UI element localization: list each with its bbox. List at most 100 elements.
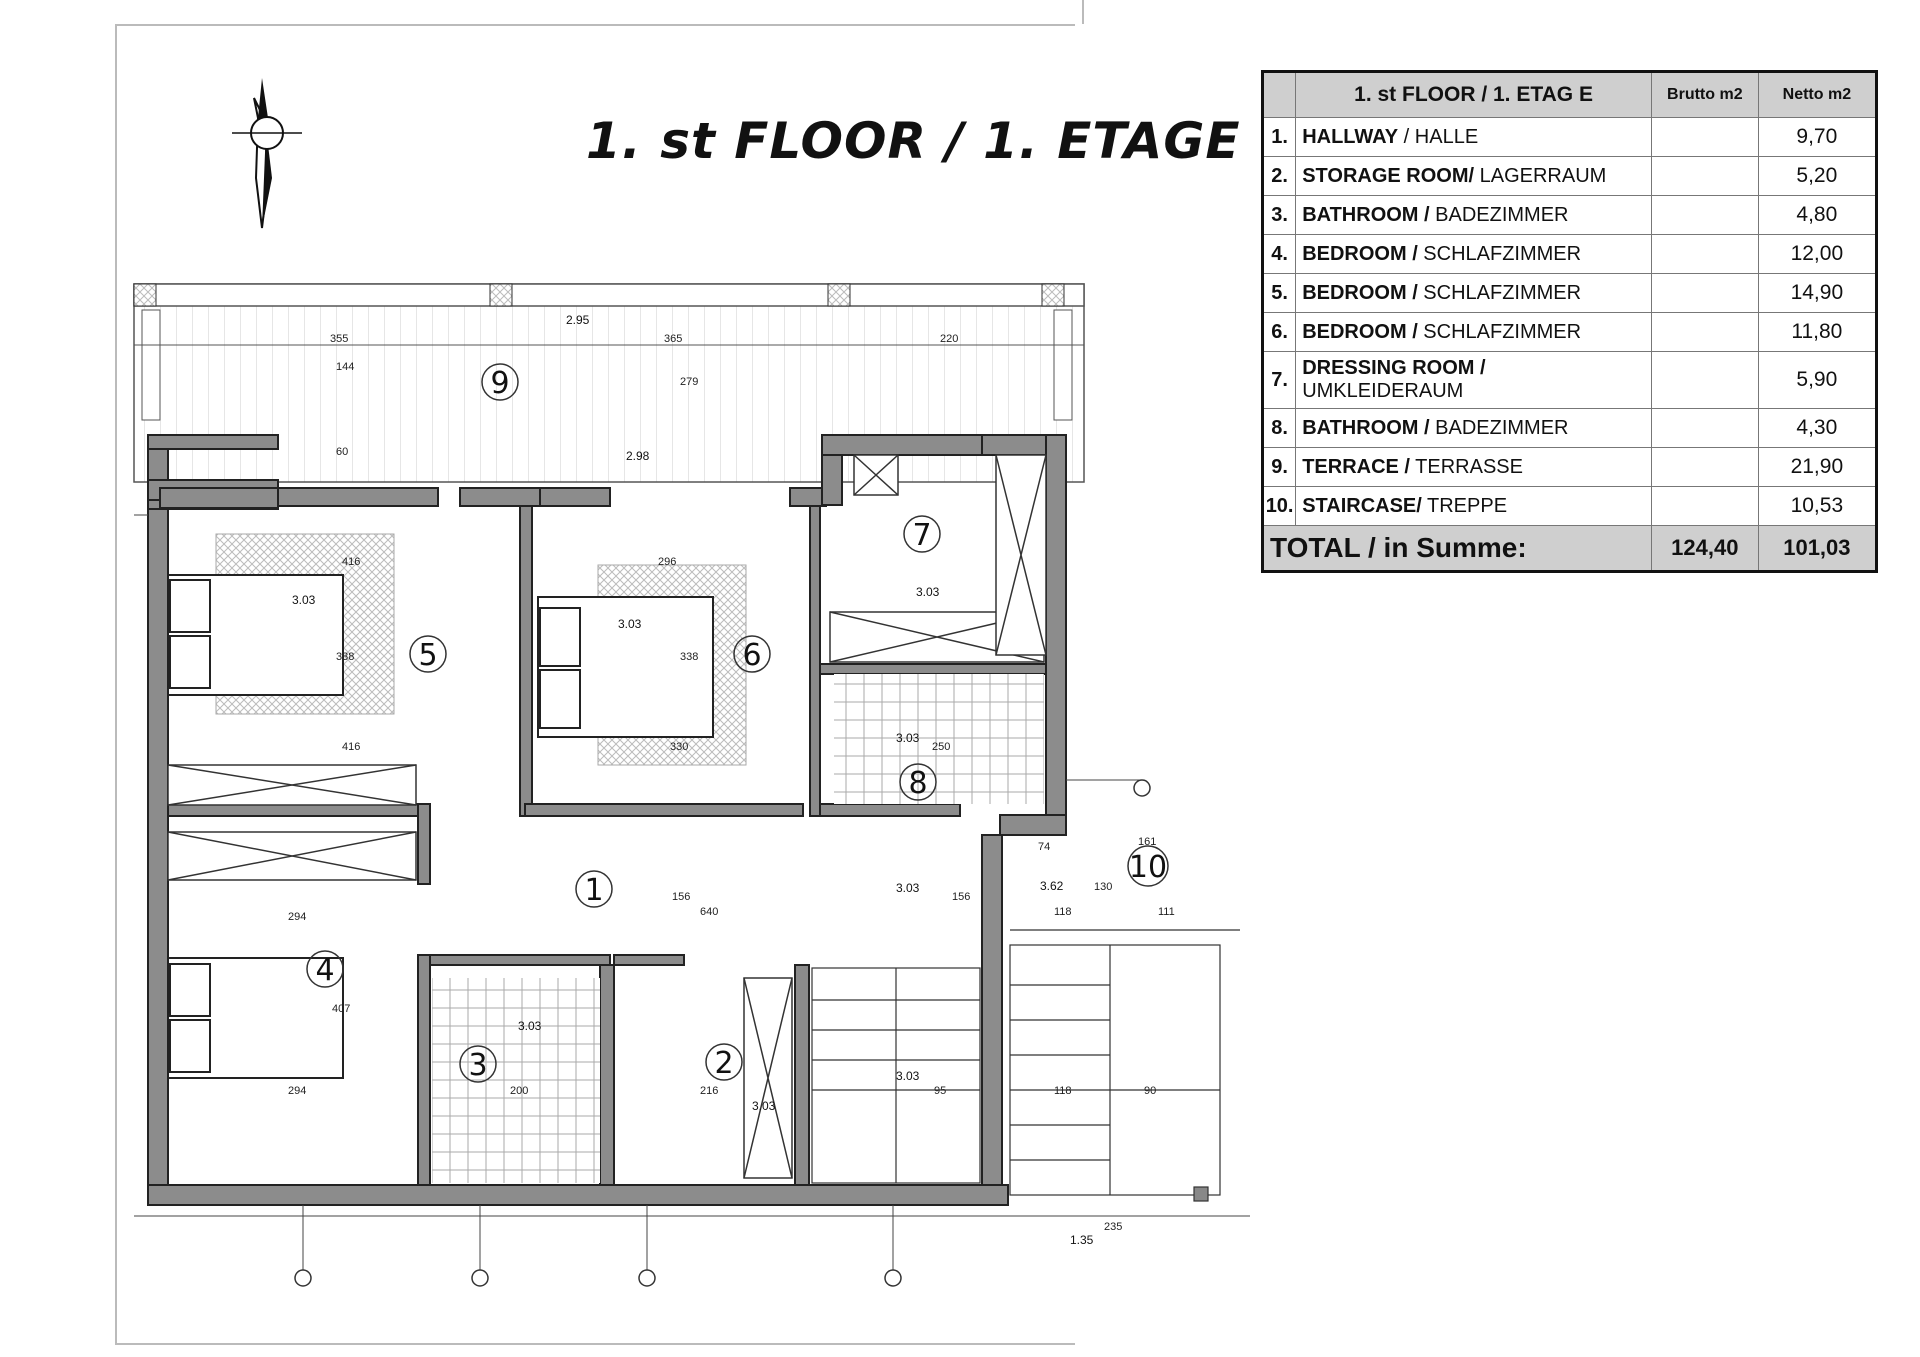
dimension-label: 294: [288, 1085, 306, 1097]
dimension-label: 338: [680, 651, 698, 663]
brutto-cell: [1650, 156, 1759, 196]
total-brutto: 124,40: [1650, 525, 1759, 572]
room-label-6: 6: [742, 638, 761, 673]
room-label-10: 10: [1129, 850, 1167, 885]
dimension-label: 156: [672, 891, 690, 903]
north-arrow-icon: [232, 78, 302, 229]
room-name-de: BADEZIMMER: [1429, 203, 1569, 226]
elevation-mark: 3.03: [896, 881, 920, 895]
elevation-mark: 3.03: [896, 731, 920, 745]
dimension-label: 330: [670, 741, 688, 753]
table-row: 1. HALLWAY / HALLE 9,70: [1261, 117, 1878, 157]
tiles-bathroom-3: [432, 978, 600, 1183]
brutto-cell: [1650, 234, 1759, 274]
dimension-label: 640: [700, 906, 718, 918]
netto-value: 11,80: [1757, 312, 1878, 352]
room-name: STAIRCASE/ TREPPE: [1295, 486, 1652, 526]
room-name: HALLWAY / HALLE: [1295, 117, 1652, 157]
room-label-9: 9: [490, 366, 509, 401]
netto-value: 5,20: [1757, 156, 1878, 196]
room-label-1: 1: [584, 873, 603, 908]
brutto-cell: [1650, 117, 1759, 157]
dimension-label: 416: [342, 741, 360, 753]
brutto-cell: [1650, 351, 1759, 409]
dimension-label: 90: [1144, 1085, 1156, 1097]
frame-bottom-line: [115, 1343, 1075, 1345]
frame-top-line: [115, 24, 1075, 26]
dimension-label: 407: [332, 1003, 350, 1015]
elevation-mark: 3.03: [292, 593, 316, 607]
room-number: 3.: [1261, 195, 1297, 235]
netto-value: 21,90: [1757, 447, 1878, 487]
dimension-labels: 355 365 220 416 296 294 294 416 330 250 …: [288, 333, 1175, 1233]
room-number: 4.: [1261, 234, 1297, 274]
table-row: 4. BEDROOM / SCHLAFZIMMER 12,00: [1261, 234, 1878, 274]
dimension-label: 279: [680, 376, 698, 388]
room-name-en: STORAGE ROOM/: [1302, 164, 1475, 187]
table-row: 10. STAIRCASE/ TREPPE 10,53: [1261, 486, 1878, 526]
tiles-bathroom-8: [834, 674, 1044, 804]
table-row: 3. BATHROOM / BADEZIMMER 4,80: [1261, 195, 1878, 235]
room-name-de: TERRASSE: [1409, 455, 1523, 478]
room-name: BEDROOM / SCHLAFZIMMER: [1295, 273, 1652, 313]
brutto-cell: [1650, 408, 1759, 448]
dimension-label: 130: [1094, 881, 1112, 893]
table-row: 6. BEDROOM / SCHLAFZIMMER 11,80: [1261, 312, 1878, 352]
elevation-mark: 3.03: [752, 1099, 776, 1113]
dimension-label: 355: [330, 333, 348, 345]
room-label-5: 5: [418, 638, 437, 673]
room-name-en: TERRACE /: [1302, 455, 1410, 478]
plan-title: 1. st FLOOR / 1. ETAGE: [586, 112, 1241, 170]
elevation-mark: 2.95: [566, 313, 590, 327]
netto-value: 12,00: [1757, 234, 1878, 274]
table-row: 7. DRESSING ROOM /UMKLEIDERAUM 5,90: [1261, 351, 1878, 409]
netto-value: 14,90: [1757, 273, 1878, 313]
dimension-label: 338: [336, 651, 354, 663]
elevation-mark: 3.03: [916, 585, 940, 599]
netto-value: 10,53: [1757, 486, 1878, 526]
dimension-label: 296: [658, 556, 676, 568]
dimension-label: 220: [940, 333, 958, 345]
elevation-mark: 3.03: [618, 617, 642, 631]
room-number: 2.: [1261, 156, 1297, 196]
room-number-markers: 1 2 3 4 5 6 7 8 9 10: [306, 363, 1169, 1083]
room-name-en: DRESSING ROOM /: [1302, 357, 1486, 379]
dimension-label: 95: [934, 1085, 946, 1097]
elevation-mark: 3.03: [896, 1069, 920, 1083]
netto-value: 5,90: [1757, 351, 1878, 409]
dimension-label: 294: [288, 911, 306, 923]
brutto-cell: [1650, 312, 1759, 352]
total-label: TOTAL / in Summe:: [1262, 525, 1652, 572]
room-label-4: 4: [315, 953, 334, 988]
room-number: 7.: [1261, 351, 1297, 409]
room-name: STORAGE ROOM/ LAGERRAUM: [1295, 156, 1652, 196]
dimension-label: 416: [342, 556, 360, 568]
dimension-label: 216: [700, 1085, 718, 1097]
room-name-de: SCHLAFZIMMER: [1417, 320, 1582, 343]
elevation-mark: 2.98: [626, 449, 650, 463]
room-name: TERRACE / TERRASSE: [1295, 447, 1652, 487]
axis-bubbles: [294, 779, 1151, 1287]
room-name-de: LAGERRAUM: [1474, 164, 1607, 187]
elevation-mark: 1.35: [1070, 1233, 1094, 1247]
room-number: 8.: [1261, 408, 1297, 448]
area-table: 1. st FLOOR / 1. ETAG E Brutto m2 Netto …: [1261, 70, 1878, 573]
room-name: BEDROOM / SCHLAFZIMMER: [1295, 234, 1652, 274]
brutto-cell: [1650, 195, 1759, 235]
room-name-de: / HALLE: [1398, 125, 1479, 148]
room-name-en: BATHROOM /: [1302, 416, 1430, 439]
room-label-2: 2: [714, 1046, 733, 1081]
bed-room-6: [537, 596, 714, 738]
dimension-label: 156: [952, 891, 970, 903]
dimension-label: 250: [932, 741, 950, 753]
room-name-en: BEDROOM /: [1302, 242, 1418, 265]
table-header: 1. st FLOOR / 1. ETAG E Brutto m2 Netto …: [1261, 71, 1878, 118]
room-name: BATHROOM / BADEZIMMER: [1295, 195, 1652, 235]
header-number-cell: [1261, 71, 1297, 118]
room-number: 10.: [1261, 486, 1297, 526]
dimension-label: 235: [1104, 1221, 1122, 1233]
wardrobes: [167, 454, 1047, 1179]
elevation-mark: 3.03: [518, 1019, 542, 1033]
brutto-cell: [1650, 447, 1759, 487]
